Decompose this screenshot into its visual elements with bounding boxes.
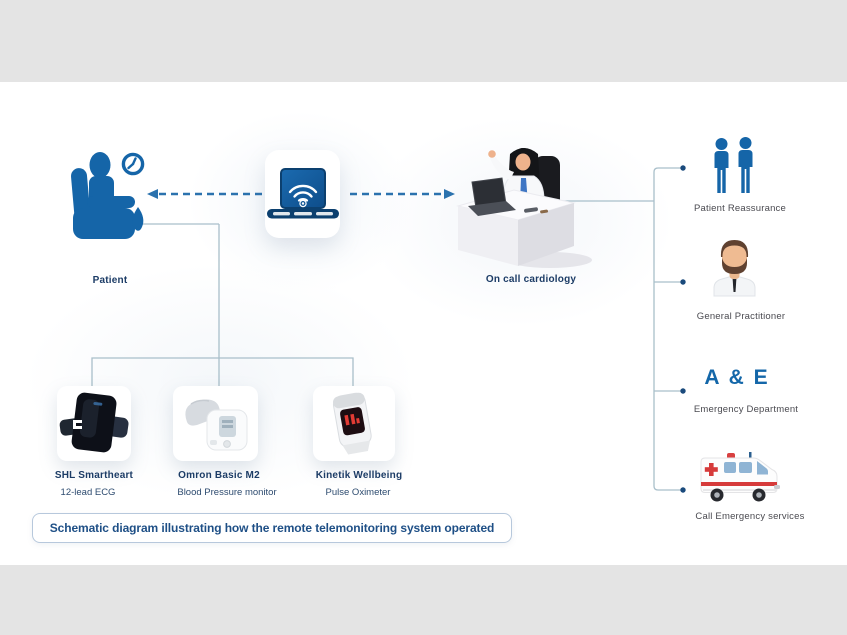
- hub-card: [265, 150, 340, 238]
- caption-text: Schematic diagram illustrating how the r…: [49, 521, 495, 535]
- doctor-at-desk-illustration: [456, 148, 592, 268]
- branch-dot: [680, 487, 686, 493]
- laptop-wifi-icon: [266, 168, 339, 219]
- ecg-device-photo: [59, 392, 129, 452]
- escalation-label-patient-reassurance: Patient Reassurance: [694, 203, 786, 214]
- device-card-shl: [57, 386, 131, 461]
- device-name-shl: SHL Smartheart: [54, 470, 134, 481]
- device-card-kinetik: [313, 386, 395, 461]
- caption-box: Schematic diagram illustrating how the r…: [32, 513, 512, 543]
- patient-in-chair-icon: [70, 152, 144, 239]
- device-desc-kinetik: Pulse Oximeter: [325, 487, 391, 498]
- patient-label: Patient: [92, 275, 128, 286]
- doctor-avatar-icon: [713, 240, 756, 297]
- branch-dot: [680, 165, 686, 171]
- escalation-label-call-emergency-services: Call Emergency services: [695, 511, 805, 522]
- branch-dot: [680, 279, 686, 285]
- device-name-omron: Omron Basic M2: [178, 470, 260, 481]
- clock-icon: [121, 152, 145, 176]
- branch-dot: [680, 388, 686, 394]
- ambulance-icon: [700, 452, 780, 502]
- escalation-column-line: [653, 167, 681, 491]
- on-call-cardiology-label: On call cardiology: [485, 274, 577, 285]
- device-name-kinetik: Kinetik Wellbeing: [315, 470, 403, 481]
- patient-hub-arrow: [147, 189, 262, 199]
- escalation-label-emergency-department: Emergency Department: [693, 404, 799, 415]
- device-card-omron: [173, 386, 258, 461]
- device-bracket: [91, 357, 354, 386]
- hub-doctor-arrow: [350, 189, 455, 199]
- ae-heading: A & E: [704, 366, 770, 389]
- escalation-label-general-practitioner: General Practitioner: [696, 311, 786, 322]
- two-persons-icon: [714, 137, 753, 193]
- device-desc-omron: Blood Pressure monitor: [177, 487, 277, 498]
- bp-monitor-photo: [184, 398, 247, 450]
- device-desc-shl: 12-lead ECG: [60, 487, 116, 498]
- pulse-oximeter-photo: [332, 392, 372, 454]
